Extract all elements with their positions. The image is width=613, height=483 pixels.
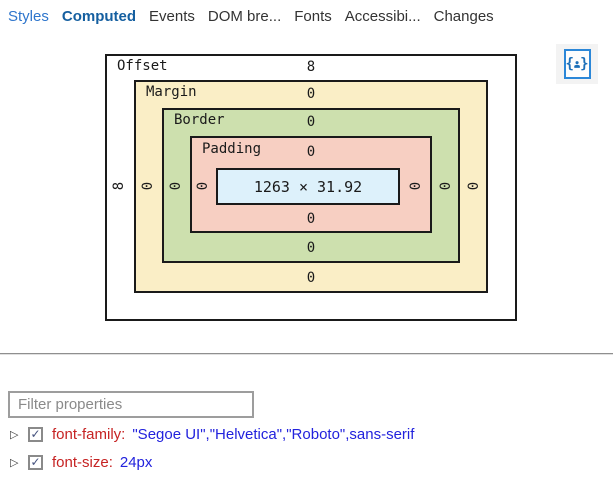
checkbox-check-icon: ✓ xyxy=(30,455,41,469)
boxmodel-margin-right-value[interactable]: 0 xyxy=(466,181,482,191)
tab-dom-breakpoints[interactable]: DOM bre... xyxy=(207,7,282,25)
boxmodel-padding-left-value[interactable]: 0 xyxy=(195,181,211,191)
tab-changes[interactable]: Changes xyxy=(433,7,494,25)
computed-property-row: ▷ ✓ font-size: 24px xyxy=(0,451,613,473)
boxmodel-border-top-value[interactable]: 0 xyxy=(306,114,316,130)
brace-open-glyph: { xyxy=(565,56,574,72)
boxmodel-margin-label: Margin xyxy=(146,84,197,100)
tab-fonts[interactable]: Fonts xyxy=(294,7,332,25)
boxmodel-border-bottom-value[interactable]: 0 xyxy=(306,240,316,256)
person-glyph xyxy=(574,60,580,68)
property-name: font-family: xyxy=(52,425,126,443)
boxmodel-margin-top-value[interactable]: 0 xyxy=(306,86,316,102)
property-checkbox[interactable]: ✓ xyxy=(28,454,43,470)
boxmodel-border-right-value[interactable]: 0 xyxy=(438,181,454,191)
boxmodel-margin-bottom-value[interactable]: 0 xyxy=(306,270,316,286)
boxmodel-offset-top-value[interactable]: 8 xyxy=(306,59,316,75)
boxmodel-margin-left-value[interactable]: 0 xyxy=(140,181,156,191)
tab-events[interactable]: Events xyxy=(149,7,195,25)
boxmodel-content-box[interactable]: 1263 × 31.92 xyxy=(216,168,400,205)
property-name: font-size: xyxy=(52,453,113,471)
boxmodel-padding-bottom-value[interactable]: 0 xyxy=(306,211,316,227)
panel-tab-bar: Styles Computed Events DOM bre... Fonts … xyxy=(0,0,613,32)
boxmodel-border-label: Border xyxy=(174,112,225,128)
computed-property-row: ▷ ✓ font-family: "Segoe UI","Helvetica",… xyxy=(0,423,613,445)
boxmodel-content-size: 1263 × 31.92 xyxy=(253,177,363,196)
accessibility-tree-button[interactable]: { } xyxy=(556,44,598,84)
boxmodel-padding-label: Padding xyxy=(202,141,262,157)
expand-arrow-icon[interactable]: ▷ xyxy=(10,428,19,441)
boxmodel-offset-left-value[interactable]: 8 xyxy=(111,181,127,191)
brace-close-glyph: } xyxy=(580,56,589,72)
property-checkbox[interactable]: ✓ xyxy=(28,426,43,442)
tab-accessibility[interactable]: Accessibi... xyxy=(344,7,421,25)
filter-properties-input[interactable] xyxy=(8,391,254,418)
accessibility-person-icon: { } xyxy=(563,49,591,79)
checkbox-check-icon: ✓ xyxy=(30,427,41,441)
boxmodel-offset-label: Offset xyxy=(117,58,168,74)
expand-arrow-icon[interactable]: ▷ xyxy=(10,456,19,469)
property-value: 24px xyxy=(119,453,153,471)
tab-styles[interactable]: Styles xyxy=(8,7,49,25)
boxmodel-padding-top-value[interactable]: 0 xyxy=(306,144,316,160)
boxmodel-padding-right-value[interactable]: 0 xyxy=(408,181,424,191)
boxmodel-border-left-value[interactable]: 0 xyxy=(168,181,184,191)
tab-computed[interactable]: Computed xyxy=(61,7,137,25)
property-value: "Segoe UI","Helvetica","Roboto",sans-ser… xyxy=(132,425,415,443)
panel-divider xyxy=(0,353,613,355)
